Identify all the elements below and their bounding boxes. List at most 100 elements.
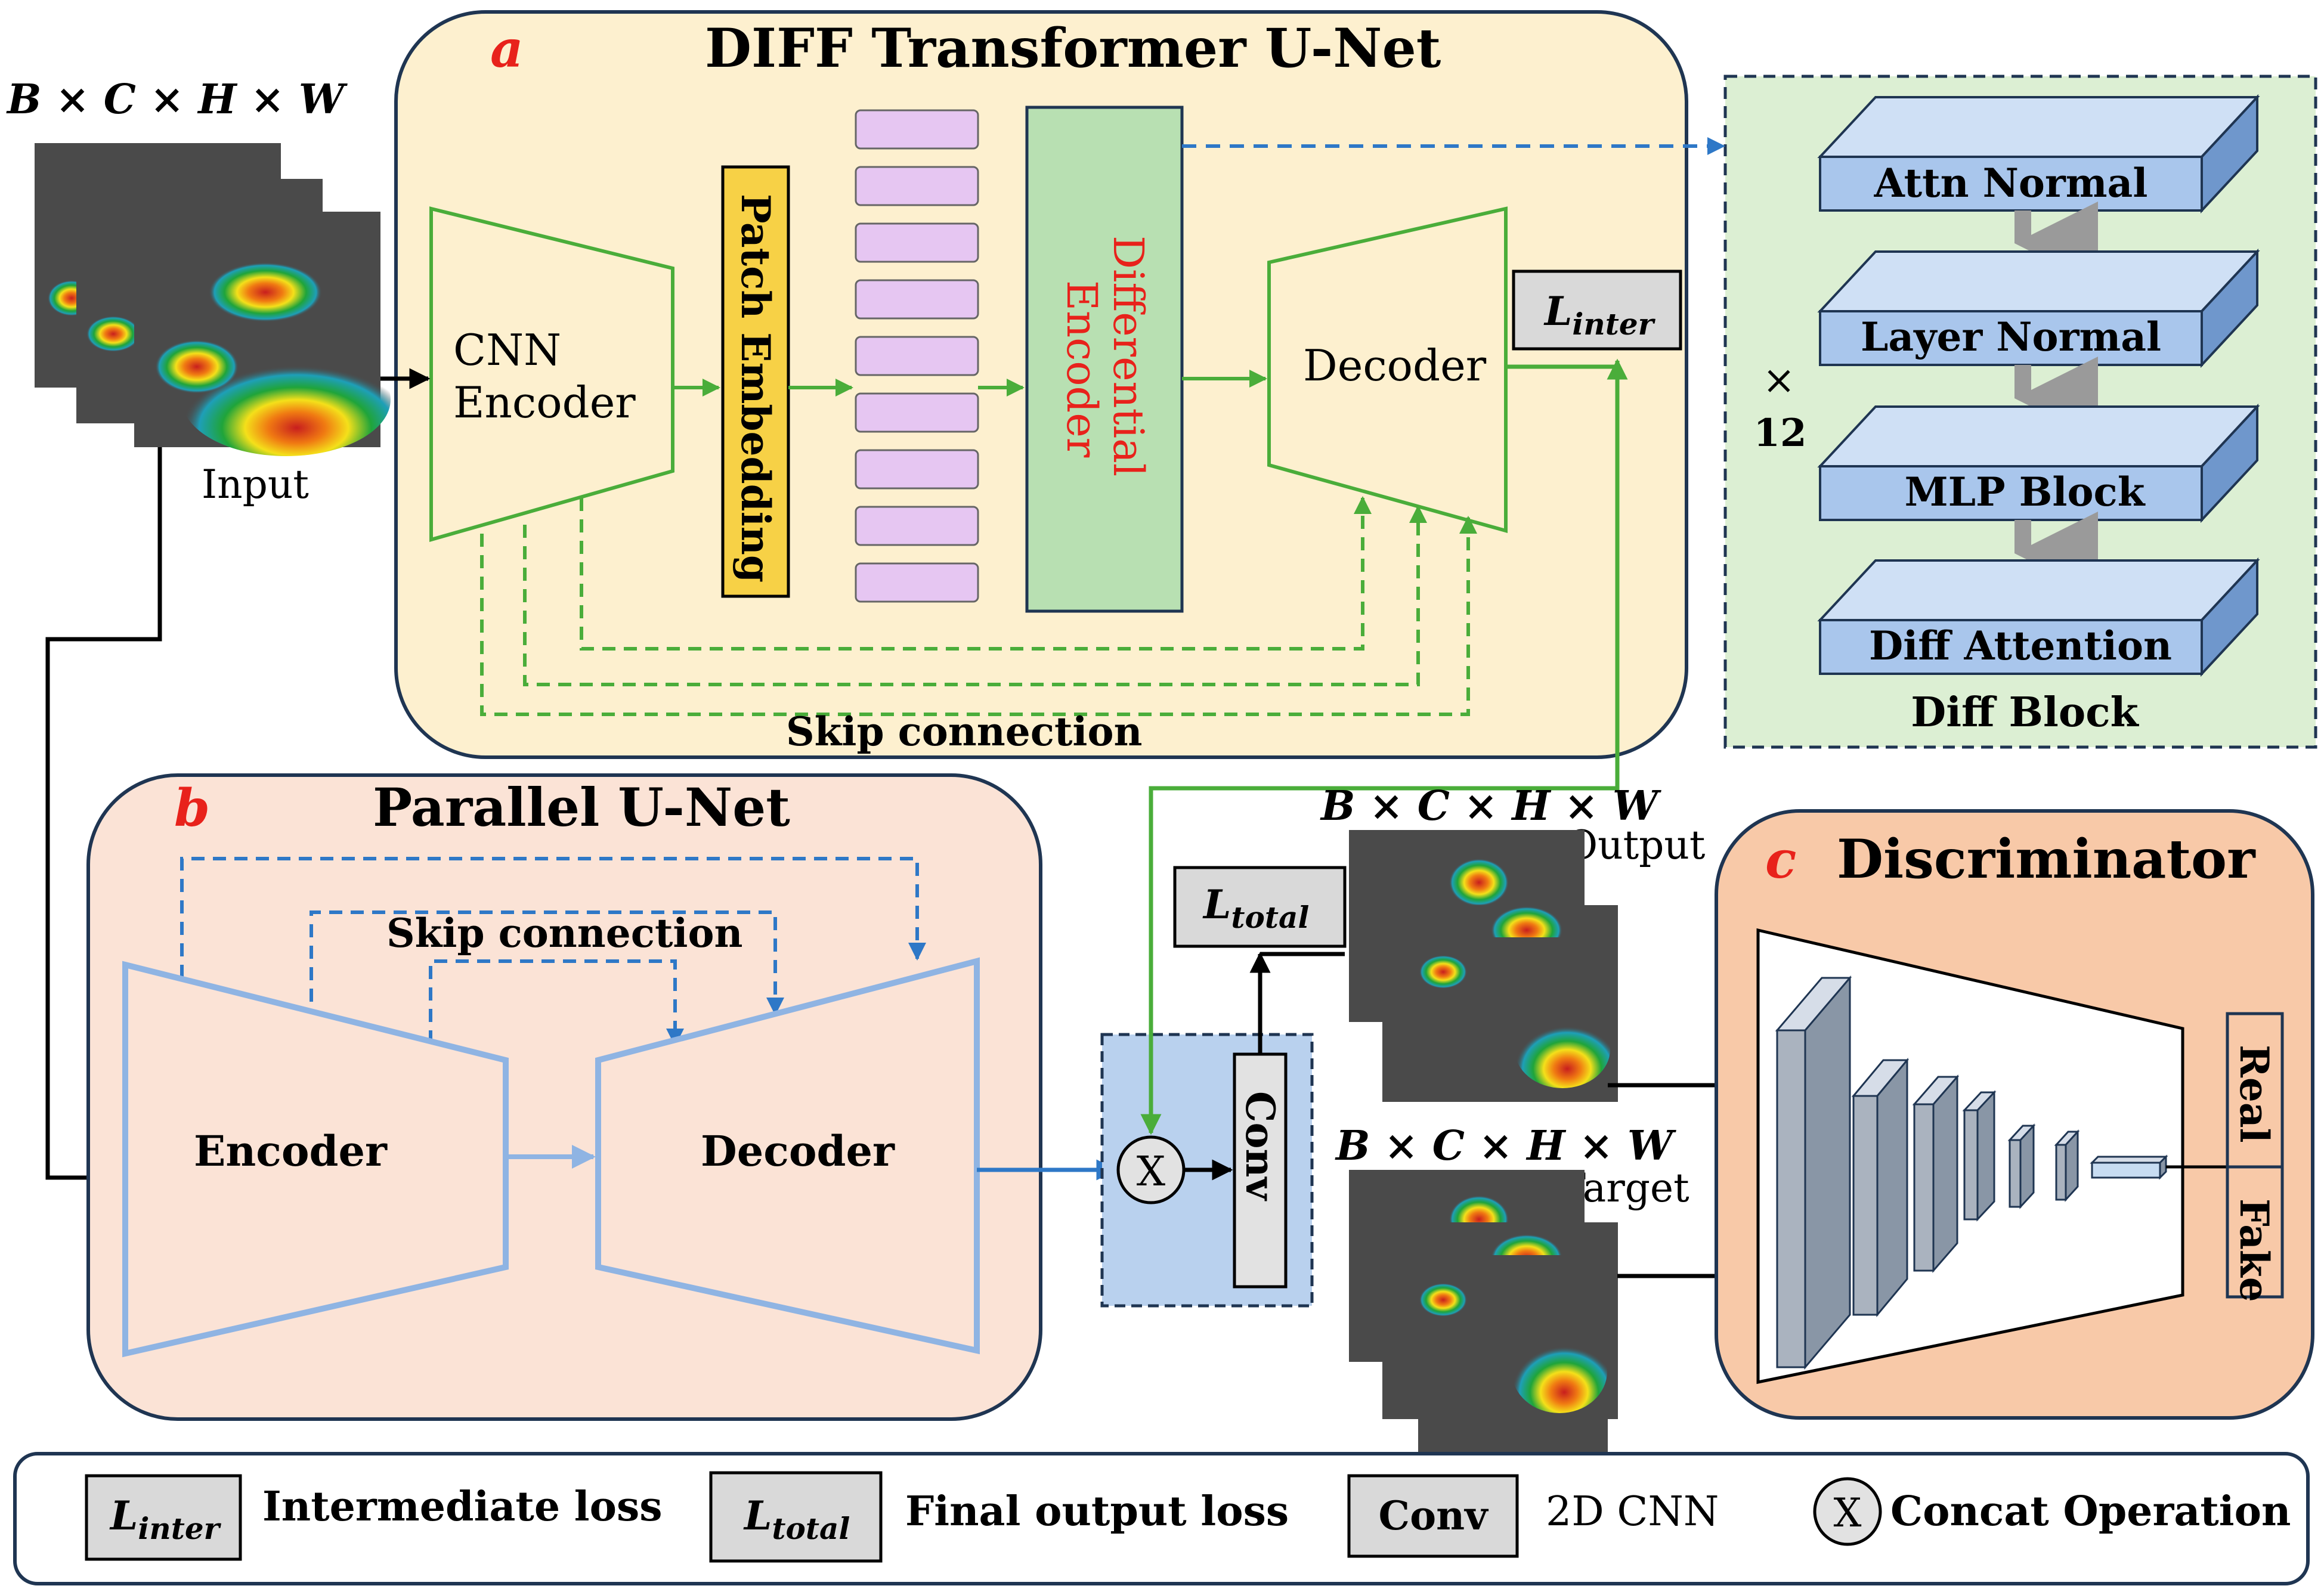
radar-echo <box>1512 1330 1607 1413</box>
layer-top-face <box>1817 559 2260 621</box>
skip-connection-a-label: Skip connection <box>786 708 1143 755</box>
loss-total-main: L <box>1202 881 1231 928</box>
loss-inter-label: Linter <box>1543 288 1656 342</box>
patch-token <box>855 109 979 150</box>
differential-encoder-label-line1: Differential <box>1104 236 1153 476</box>
legend-conv-desc: 2D CNN <box>1546 1488 1719 1535</box>
cnn-encoder-label-line1: CNN <box>453 325 561 375</box>
diff-layer-label: MLP Block <box>1905 469 2146 515</box>
diff-layer-diff-attention: Diff Attention <box>1817 557 2260 677</box>
disc-layer-front <box>2055 1144 2067 1201</box>
output-radar-stack <box>1349 830 1618 1102</box>
radar-echo <box>1449 859 1509 906</box>
disc-layer <box>1851 1057 1910 1318</box>
cnn-encoder-label-line2: Encoder <box>453 377 636 428</box>
patch-embedding-block <box>721 165 790 598</box>
layer-top-face <box>1817 96 2260 158</box>
diff-layer-attn-normal: Attn Normal <box>1817 94 2260 214</box>
patch-token <box>855 166 979 206</box>
legend-inter-box <box>85 1474 242 1561</box>
loss-inter-main: L <box>1543 288 1572 335</box>
radar-echo <box>155 340 239 394</box>
encoder-b-shape <box>122 961 509 1358</box>
disc-layer-side <box>1876 1057 1908 1318</box>
legend-inter-symbol: Linter <box>109 1492 222 1546</box>
disc-layer-front <box>1913 1103 1935 1272</box>
input-label: Input <box>202 462 309 507</box>
disc-layer-side <box>1932 1074 1958 1274</box>
radar-echo <box>1419 955 1467 989</box>
patch-token <box>855 449 979 490</box>
disc-layer-side <box>1804 975 1851 1370</box>
legend-concat-circle <box>1813 1477 1882 1546</box>
disc-layer <box>1962 1090 1997 1222</box>
real-label: Real <box>2231 1045 2277 1143</box>
disc-layer-side <box>2065 1129 2079 1202</box>
disc-layer-side <box>2019 1123 2035 1209</box>
decoder-b-shape <box>595 957 980 1355</box>
patch-embedding-label: Patch Embedding <box>732 194 779 583</box>
legend-conv-box <box>1347 1474 1519 1558</box>
discriminator-layers <box>1775 975 2168 1370</box>
radar-frame <box>134 212 391 456</box>
diff-block-caption: Diff Block <box>1911 689 2139 736</box>
legend-inter-sub: inter <box>138 1511 221 1546</box>
diff-layer-label: Diff Attention <box>1869 622 2172 669</box>
disc-layer <box>2007 1123 2036 1209</box>
diff-layer-layer-normal: Layer Normal <box>1817 248 2260 368</box>
disc-layer-front <box>1852 1095 1879 1316</box>
skip-path <box>523 505 1427 686</box>
target-radar-stack <box>1349 1170 1618 1452</box>
cnn-encoder-shape <box>429 206 674 542</box>
legend-concat-key: X <box>1834 1490 1862 1536</box>
arrow-decoder-a-to-concat <box>1140 364 1620 1135</box>
concat-symbol: X <box>1137 1148 1166 1196</box>
skip-path <box>580 496 1372 651</box>
loss-total-sub: total <box>1231 900 1309 935</box>
disc-layer <box>1775 975 1852 1370</box>
patch-token <box>855 279 979 320</box>
decoder-a-label: Decoder <box>1303 340 1487 391</box>
legend-total-desc: Final output loss <box>905 1488 1289 1535</box>
encoder-b-label: Encoder <box>194 1126 388 1176</box>
patch-tokens <box>855 109 979 603</box>
decoder-b-label: Decoder <box>701 1126 895 1176</box>
disc-layer-front <box>1963 1109 1979 1221</box>
legend-total-sub: total <box>772 1511 850 1546</box>
skip-path <box>429 959 684 1046</box>
diff-layer-label: Attn Normal <box>1874 160 2148 206</box>
differential-encoder-block <box>1025 106 1184 613</box>
legend-panel <box>13 1452 2310 1585</box>
legend-inter-desc: Intermediate loss <box>262 1483 663 1531</box>
patch-token <box>855 392 979 433</box>
disc-layer-front <box>1776 1029 1806 1368</box>
panel-b-letter: b <box>174 778 210 838</box>
disc-layer-front <box>2009 1139 2022 1208</box>
output-label: Output <box>1565 822 1705 868</box>
input-dims: B × C × H × W <box>6 76 348 123</box>
skip-path <box>480 516 1477 716</box>
repeat-count: 12 <box>1753 411 1806 456</box>
loss-total-box <box>1173 866 1347 948</box>
patch-token <box>855 336 979 376</box>
real-fake-box <box>2226 1012 2284 1299</box>
disc-layer-side <box>1976 1090 1995 1222</box>
layer-front-face <box>1819 465 2203 521</box>
disc-layer <box>1912 1074 1960 1274</box>
layer-top-face <box>1817 250 2260 312</box>
radar-echo <box>209 262 322 322</box>
panel-c-letter: c <box>1765 830 1796 890</box>
legend-total-box <box>709 1471 883 1563</box>
target-dims: B × C × H × W <box>1335 1122 1676 1170</box>
radar-echo <box>1515 1011 1610 1088</box>
diff-block-layers: Attn Normal Layer Normal MLP Block Diff … <box>1817 94 2260 677</box>
skip-connection-b-label: Skip connection <box>386 910 743 956</box>
panel-a-title: DIFF Transformer U-Net <box>705 17 1441 80</box>
radar-echo <box>1419 1283 1467 1317</box>
disc-flat-layer <box>2090 1154 2168 1180</box>
skip-path <box>310 910 784 1015</box>
arrow-input-to-encoder-b <box>45 447 162 1188</box>
skip-connections-a <box>480 496 1477 716</box>
legend-inter-main: L <box>109 1492 138 1539</box>
